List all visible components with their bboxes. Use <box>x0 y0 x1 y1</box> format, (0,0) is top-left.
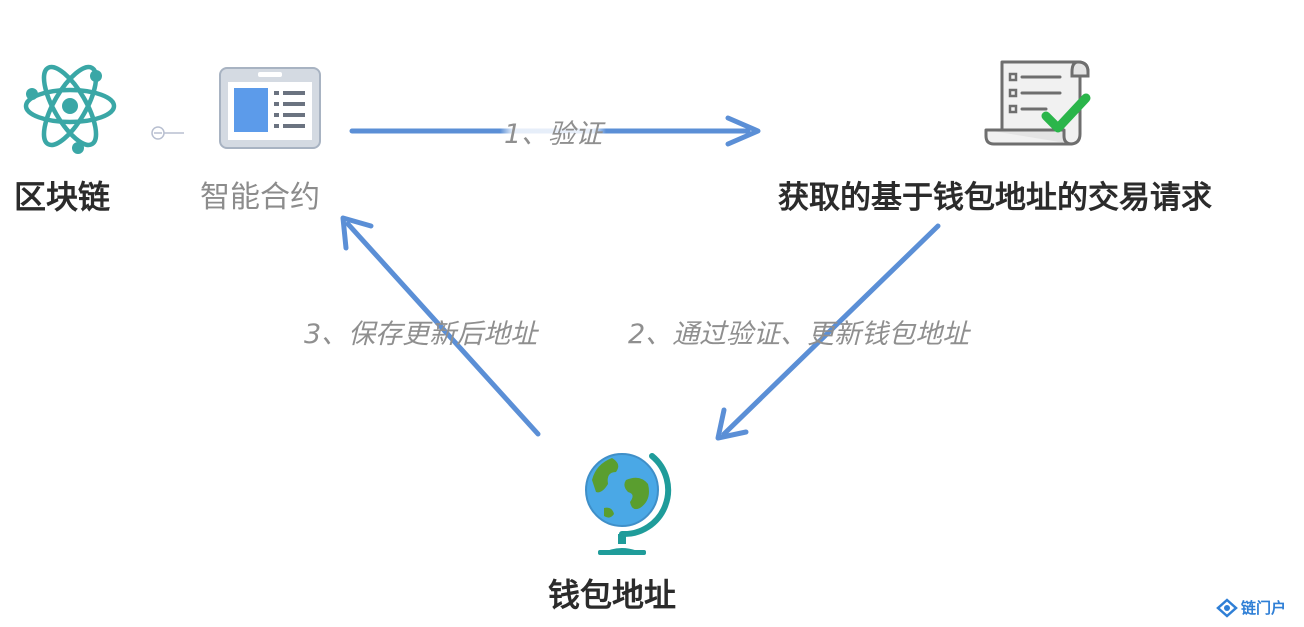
node-label-wallet-address: 钱包地址 <box>548 576 677 614</box>
contract-window-icon <box>219 67 321 149</box>
watermark-text: 链门户 <box>1241 599 1287 617</box>
edge-label-verify: 1、验证 <box>500 112 607 151</box>
atom-icon <box>23 64 117 154</box>
arrow-update-wallet <box>715 223 941 441</box>
collapse-connector-icon[interactable] <box>151 126 184 140</box>
node-label-transaction-request: 获取的基于钱包地址的交易请求 <box>778 180 1212 216</box>
arrow-save-address <box>340 215 541 437</box>
edge-label-save-address: 3、保存更新后地址 <box>304 319 538 350</box>
chain-link-logo <box>1216 597 1238 618</box>
document-checkmark-icon <box>984 60 1091 146</box>
node-label-smart-contract: 智能合约 <box>200 180 320 215</box>
globe-icon <box>585 453 672 555</box>
node-label-blockchain: 区块链 <box>14 178 111 216</box>
watermark: 链门户 <box>1216 597 1286 618</box>
edge-label-update-wallet: 2、通过验证、更新钱包地址 <box>628 319 970 350</box>
